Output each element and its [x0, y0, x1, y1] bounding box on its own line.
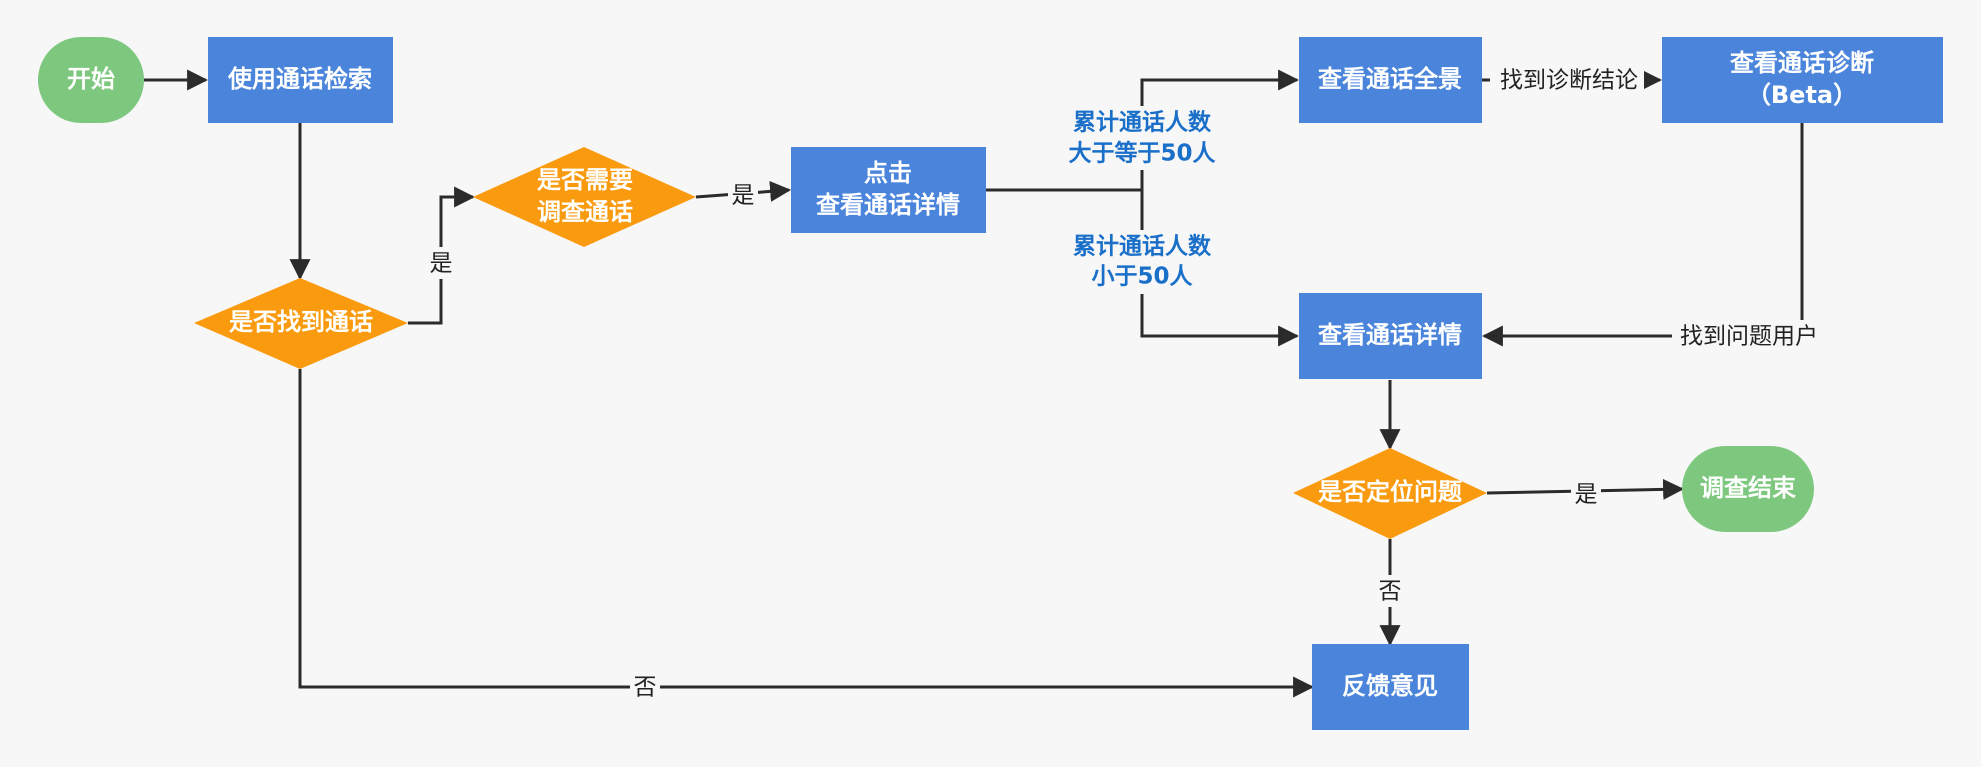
use-search-node[interactable]: 使用通话检索	[208, 37, 393, 123]
edge-found-no-to-feedback	[298, 369, 1315, 698]
label-cond-ge50-line1: 累计通话人数	[1073, 110, 1212, 136]
label-need-yes: 是	[732, 183, 755, 209]
end-node[interactable]: 调查结束	[1682, 446, 1814, 532]
locate-issue-decision-label: 是否定位问题	[1318, 478, 1462, 506]
label-locate-no: 否	[1379, 579, 1402, 605]
view-detail-node-label: 查看通话详情	[1318, 321, 1462, 349]
diagnosis-node[interactable]: 查看通话诊断 （Beta）	[1662, 37, 1943, 123]
label-find-user: 找到问题用户	[1680, 324, 1818, 350]
click-detail-node[interactable]: 点击 查看通话详情	[791, 147, 986, 233]
feedback-node-label: 反馈意见	[1342, 672, 1438, 700]
need-investigate-decision-line1: 是否需要	[537, 166, 633, 194]
need-investigate-decision-line2: 调查通话	[537, 198, 633, 226]
click-detail-node-line1: 点击	[864, 159, 912, 187]
start-node[interactable]: 开始	[38, 37, 144, 123]
need-investigate-decision[interactable]: 是否需要 调查通话	[473, 147, 696, 247]
found-call-decision[interactable]: 是否找到通话	[194, 278, 408, 369]
end-node-label: 调查结束	[1700, 474, 1797, 502]
diagnosis-node-line2: （Beta）	[1747, 81, 1857, 109]
label-find-conclusion: 找到诊断结论	[1500, 68, 1638, 94]
edge-diagnosis-to-detail	[1481, 123, 1804, 347]
click-detail-node-line2: 查看通话详情	[816, 191, 960, 219]
label-found-no: 否	[634, 675, 657, 701]
label-cond-lt50-line2: 小于50人	[1091, 264, 1193, 290]
start-node-label: 开始	[67, 65, 115, 93]
locate-issue-decision[interactable]: 是否定位问题	[1293, 448, 1487, 539]
use-search-node-label: 使用通话检索	[227, 65, 372, 93]
overview-node[interactable]: 查看通话全景	[1299, 37, 1482, 123]
label-found-yes: 是	[430, 251, 453, 277]
label-locate-yes: 是	[1575, 482, 1598, 508]
feedback-node[interactable]: 反馈意见	[1312, 644, 1469, 730]
label-cond-lt50-line1: 累计通话人数	[1073, 234, 1212, 260]
edge-labels: 是 是 否 是 否 找到诊断结论 找到问题用户 累计通话人数 大于等于50人 累…	[426, 64, 1826, 703]
overview-node-label: 查看通话全景	[1318, 65, 1462, 93]
view-detail-node[interactable]: 查看通话详情	[1299, 293, 1482, 379]
label-cond-ge50-line2: 大于等于50人	[1068, 140, 1216, 167]
nodes: 开始 使用通话检索 是否找到通话 是否需要 调查通话 点击 查看通话详情 查看通…	[38, 37, 1943, 730]
diagnosis-node-line1: 查看通话诊断	[1730, 49, 1874, 77]
found-call-decision-label: 是否找到通话	[229, 308, 373, 336]
